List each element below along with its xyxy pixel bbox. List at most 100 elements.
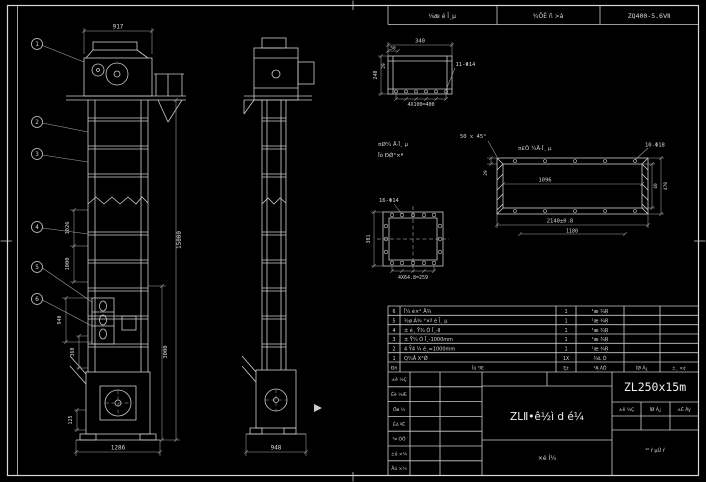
bom-no: 4 bbox=[392, 328, 395, 334]
bom-qty: 1 bbox=[564, 319, 567, 325]
bom-row: 4 ± é¸ Ȳ¾ Ó Ī¸-Ⅱ 1 ¹æ ¾Ŗ bbox=[392, 327, 608, 334]
sig-label: ±ê ×¼ bbox=[391, 451, 408, 458]
dim-channel-holes: 11-Φ14 bbox=[456, 62, 477, 68]
sig-label: Åú ×¼ bbox=[391, 465, 407, 472]
sig-label: Öø ¼ bbox=[393, 406, 406, 413]
front-view: 917 1026 1000 940 360 125 1286 15000 300… bbox=[31, 24, 186, 456]
dim-flange-pitch: 4X64.8=259 bbox=[398, 275, 428, 281]
front-view-structure bbox=[66, 41, 186, 441]
detail-channel-label-2: Īó ÐǾ°×ª bbox=[378, 152, 404, 159]
bom-header-mat: ²Ą ĀĎ bbox=[594, 364, 607, 372]
dim-flange-holes: 16-Φ14 bbox=[379, 198, 400, 204]
dim-left-upper: 1026 bbox=[65, 221, 71, 234]
note-surface: ⅛æ é Ī¸µ bbox=[428, 13, 456, 20]
detail-flange: 16-Φ14 301 4X64.8=259 bbox=[366, 198, 449, 281]
dim-plate-holes: 10-Φ18 bbox=[645, 143, 665, 149]
dim-channel-width: 340 bbox=[415, 39, 425, 45]
bom-name: ± é¸ Ȳ¾ Ó Ī¸-Ⅱ bbox=[404, 327, 440, 334]
bom-no: 3 bbox=[392, 337, 395, 343]
drive-motor-circle bbox=[91, 63, 105, 77]
note-reducer-model: ZQ400-5.6Ⅶ bbox=[628, 12, 671, 20]
detail-channel-label-1: ¤Ø¼ Å·Ī¸ µ bbox=[378, 141, 409, 148]
bom-qty: 1X bbox=[563, 356, 569, 362]
boot-section bbox=[85, 371, 151, 435]
dim-boot-a: 360 bbox=[70, 347, 76, 356]
sig-label: ±ê ¼Ç bbox=[391, 376, 406, 383]
dim-channel-height: 240 bbox=[373, 70, 379, 79]
bom-mat: ¹æ ¾Ŗ bbox=[592, 328, 609, 334]
bom-qty: 1 bbox=[564, 309, 567, 315]
note-spec: ¾ÕÊ ñ >á bbox=[533, 12, 564, 20]
dim-boot-b: 125 bbox=[68, 415, 74, 424]
dim-plate-band: 29 bbox=[483, 170, 489, 176]
front-view-dimensions: 917 1026 1000 940 360 125 1286 15000 300… bbox=[57, 24, 183, 456]
bom-name: Ī¼ é×° Ā¾ bbox=[404, 308, 432, 315]
dim-bucket: 940 bbox=[57, 315, 63, 324]
bom-header-row: Đň Ĭû ³Æ Ęż ²Ą ĀĎ ĪØ Á¿ ±¸ ×¢ bbox=[391, 364, 686, 372]
sig-label: Éè ¼Æ bbox=[391, 390, 407, 398]
bom-row: 5 ½ø Á¾ °×ª é Ī¸ µ 1 ¹æ ¾Ŗ bbox=[392, 318, 608, 325]
bom-name: ± Ȳ¼ Ó Ī¸-1000mm bbox=[404, 336, 453, 343]
bom-row: 3 ± Ȳ¼ Ó Ī¸-1000mm 1 ¹æ ¾Ŗ bbox=[392, 336, 608, 343]
chamfer-note: 50 x 45° bbox=[460, 134, 498, 158]
dim-flange-height: 301 bbox=[366, 234, 372, 243]
dim-width-top: 917 bbox=[113, 24, 124, 31]
tb-right-label: ±ê ¼Ç bbox=[619, 406, 634, 413]
bom-no: 6 bbox=[392, 309, 395, 315]
balloon-3: 3 bbox=[35, 151, 39, 158]
bom-qty: 1 bbox=[564, 337, 567, 343]
model-number: ZL250x15m bbox=[624, 380, 686, 394]
dim-plate-pitch-width: 1180 bbox=[566, 229, 578, 235]
bom-header-qty: Ęż bbox=[563, 366, 569, 372]
balloon-6: 6 bbox=[35, 296, 39, 303]
bom-header-weight: ĪØ Á¿ bbox=[636, 365, 648, 372]
dim-total-height: 15000 bbox=[176, 231, 183, 249]
bom-qty: 1 bbox=[564, 328, 567, 334]
bom-qty: 1 bbox=[564, 347, 567, 353]
tb-right-label: ĪØ Á¿ bbox=[650, 406, 662, 413]
bom-table: 6 Ī¼ é×° Ā¾ 1 ¹æ ¾Ŗ 5 ½ø Á¾ °×ª é Ī¸ µ 1… bbox=[387, 305, 699, 373]
balloon-1: 1 bbox=[35, 41, 39, 48]
bom-header-no: Đň bbox=[391, 365, 397, 372]
dim-plate-height: 470 bbox=[663, 182, 669, 190]
dim-lower-height: 3000 bbox=[163, 345, 169, 358]
bom-name: 4 Ȳ4 ¼ é¸=1000mm bbox=[404, 346, 455, 353]
detail-plate-label: ¤£Ö ¼Å·Ī¸ µ bbox=[518, 145, 552, 152]
title-block: ±ê ¼Ç Éè ¼Æ Öø ¼ Éó ºË ¹¤ ÒÕ ±ê ×¼ Åú ×¼… bbox=[387, 372, 699, 476]
sheet-count-note: ¹² ŕ µÚ ŕ bbox=[645, 447, 666, 454]
bom-mat: ¾Ł Ó bbox=[593, 355, 606, 362]
sig-label: ¹¤ ÒÕ bbox=[392, 436, 406, 443]
detail-plate: ¤£Ö ¼Å·Ī¸ µ 10-Φ18 1096 2140±0.8 1180 29… bbox=[483, 143, 669, 236]
balloon-callouts: 1 2 3 4 5 6 bbox=[31, 38, 93, 327]
dim-channel-pitch: 4X100=400 bbox=[407, 102, 434, 108]
title-block-signature-labels: ±ê ¼Ç Éè ¼Æ Öø ¼ Éó ºË ¹¤ ÒÕ ±ê ×¼ Åú ×¼ bbox=[391, 376, 408, 472]
bom-name: Q¼Å X°Ǿ bbox=[404, 355, 428, 362]
title-block-right-labels: ±ê ¼Ç ĪØ Á¿ ±È Āý bbox=[619, 405, 691, 413]
bom-row: 6 Ī¼ é×° Ā¾ 1 ¹æ ¾Ŗ bbox=[392, 308, 608, 315]
bom-row: 2 4 Ȳ4 ¼ é¸=1000mm 1 ¹æ ¾Ŗ bbox=[392, 346, 608, 353]
tb-right-label: ±È Āý bbox=[677, 405, 691, 413]
dim-left-mid: 1000 bbox=[65, 257, 71, 270]
dim-channel-edge: 29 bbox=[381, 63, 387, 69]
head-pulley-circle bbox=[105, 62, 129, 86]
side-view-structure bbox=[241, 37, 322, 435]
bom-no: 2 bbox=[392, 347, 395, 353]
dim-base-width: 1286 bbox=[111, 445, 126, 452]
side-view: 948 bbox=[241, 37, 322, 456]
dim-channel-offset: 50 bbox=[390, 46, 396, 52]
bom-header-name: Ĭû ³Æ bbox=[471, 365, 484, 372]
bom-header-remark: ±¸ ×¢ bbox=[672, 366, 686, 372]
bom-mat: ¹æ ¾Ŗ bbox=[592, 347, 609, 353]
top-notes-strip: ⅛æ é Ī¸µ ¾ÕÊ ñ >á ZQ400-5.6Ⅶ bbox=[387, 5, 699, 25]
dim-side-base: 948 bbox=[271, 445, 282, 452]
bucket-inspection-panel bbox=[91, 297, 115, 345]
dim-plate-inner-width: 1096 bbox=[538, 178, 551, 184]
bom-mat: ¹æ ¾Ŗ bbox=[592, 309, 609, 315]
chamfer-note-text: 50 x 45° bbox=[460, 134, 487, 140]
drawing-title: ZLⅡ•ê½ì d é¼ bbox=[510, 411, 584, 423]
bom-mat: ¹æ ¾Ŗ bbox=[592, 337, 609, 343]
bom-name: ½ø Á¾ °×ª é Ī¸ µ bbox=[404, 318, 448, 325]
